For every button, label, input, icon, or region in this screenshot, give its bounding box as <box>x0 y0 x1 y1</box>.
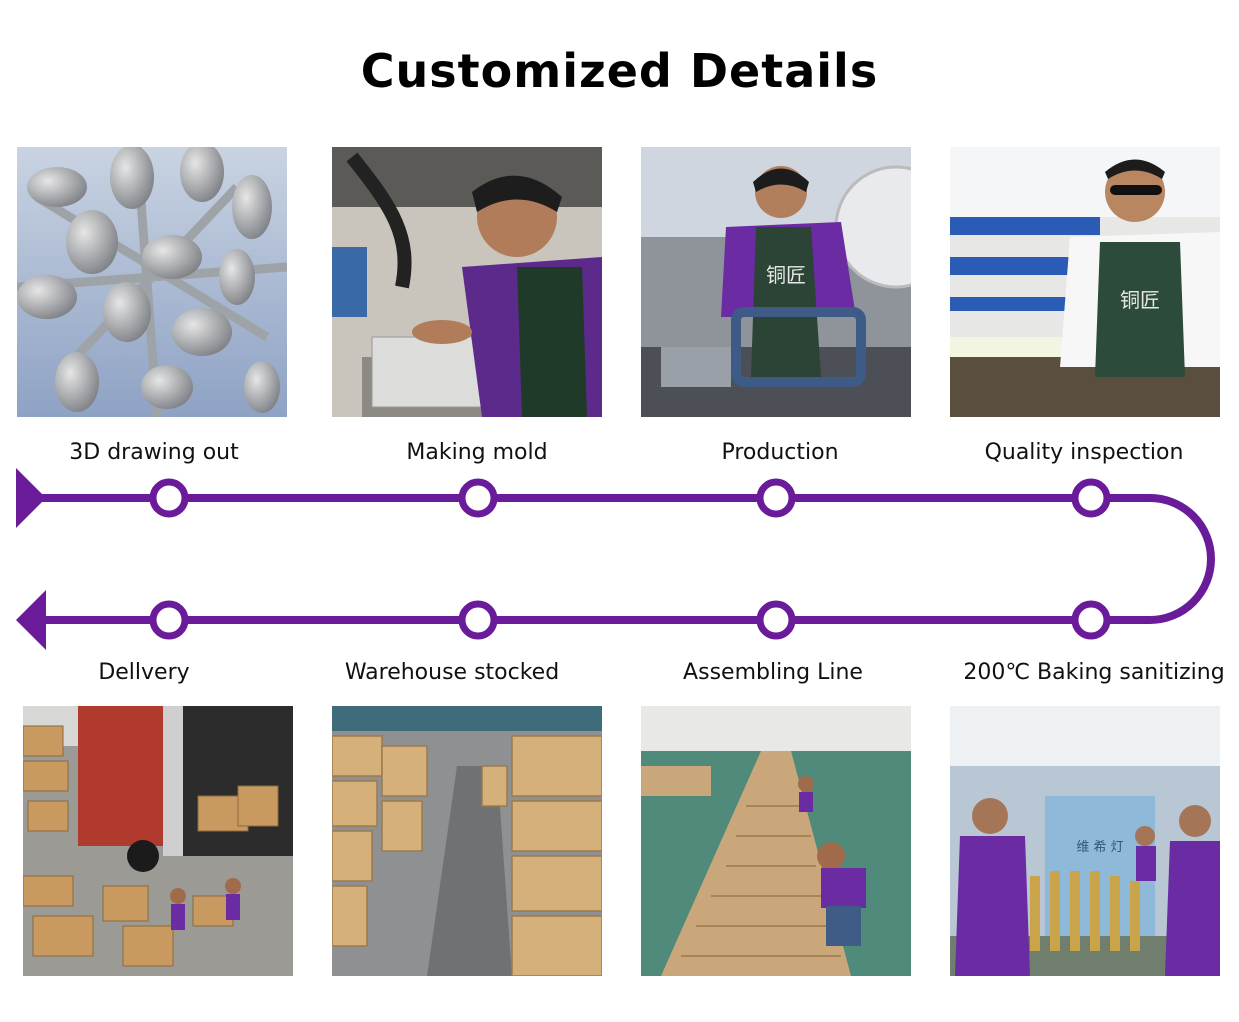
timeline-turn-curve <box>1149 494 1215 624</box>
step-label-baking-sanitizing: 200℃ Baking sanitizing <box>963 660 1225 685</box>
timeline-node <box>149 478 189 518</box>
timeline-node <box>149 600 189 640</box>
warehouse-boxes-image <box>332 706 602 976</box>
timeline-end-arrow-icon <box>16 590 46 650</box>
page-title: Customized Details <box>360 44 879 98</box>
production-worker-image: 铜匠 <box>641 147 911 417</box>
timeline-node <box>458 478 498 518</box>
step-label-3d-drawing: 3D drawing out <box>69 440 239 465</box>
process-timeline <box>16 468 1215 650</box>
mold-worker-image <box>332 147 602 417</box>
inspection-worker-image: 铜匠 <box>950 147 1220 417</box>
inspection-apron-text: 铜匠 <box>1120 288 1160 312</box>
step-label-making-mold: Making mold <box>406 440 548 465</box>
production-apron-text: 铜匠 <box>766 263 806 287</box>
step-label-assembling-line: Assembling Line <box>683 660 863 685</box>
step-label-delivery: Dellvery <box>98 660 190 685</box>
baking-sign-text: 维 希 灯 <box>1076 840 1123 855</box>
timeline-node <box>756 600 796 640</box>
timeline-node <box>1071 600 1111 640</box>
timeline-start-arrow-icon <box>16 468 46 528</box>
assembly-line-image <box>641 706 911 976</box>
delivery-truck-image <box>23 706 293 976</box>
timeline-node <box>1071 478 1111 518</box>
step-label-quality-inspection: Quality inspection <box>984 440 1184 465</box>
timeline-node <box>458 600 498 640</box>
step-label-warehouse-stocked: Warehouse stocked <box>344 660 560 685</box>
step-label-production: Production <box>721 440 839 465</box>
3d-render-image <box>17 147 287 417</box>
timeline-node <box>756 478 796 518</box>
baking-sanitizing-image: 维 希 灯 <box>950 706 1220 976</box>
